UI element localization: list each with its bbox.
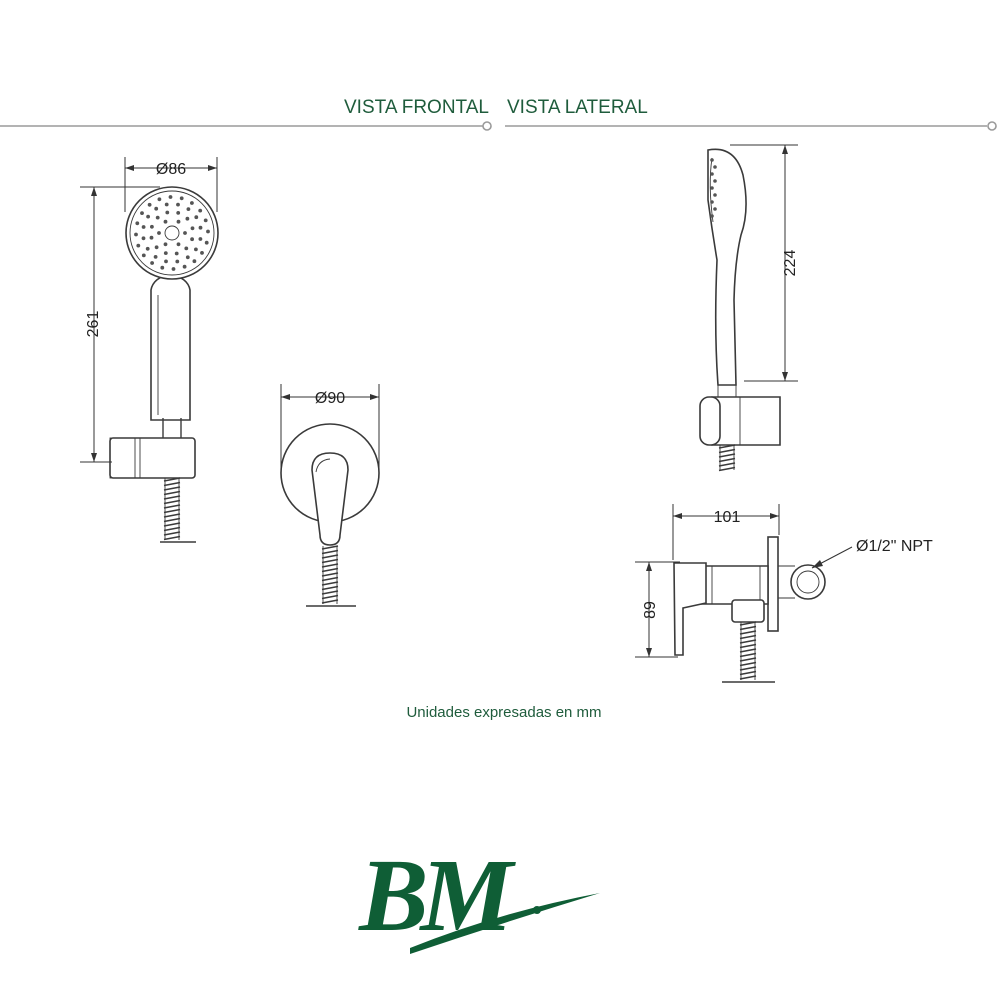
brand-logo: BM — [358, 838, 600, 954]
spray-hole — [157, 231, 161, 235]
hose-outlet — [739, 621, 757, 680]
spray-hole — [176, 242, 181, 247]
side-spray-hole — [713, 165, 717, 169]
side-spray-hole — [713, 193, 717, 197]
spray-hole — [194, 247, 198, 252]
spray-hole — [185, 216, 190, 221]
side-spray-hole — [710, 172, 714, 176]
label-outlet-height: 89 — [642, 601, 659, 619]
side-spray-hole — [710, 186, 714, 190]
units-note: Unidades expresadas en mm — [406, 704, 601, 721]
spray-hole — [141, 225, 146, 229]
label-flange-diameter: Ø90 — [315, 390, 345, 407]
spray-hole — [160, 265, 165, 270]
spray-hole — [198, 237, 203, 241]
svg-text:BM: BM — [358, 838, 516, 953]
spray-hole — [149, 235, 154, 240]
side-spray-hole — [710, 214, 714, 218]
wall-flange-front — [280, 423, 380, 607]
spray-hole — [134, 232, 138, 237]
side-spray-holes — [710, 158, 717, 218]
side-spray-hole — [710, 158, 714, 162]
spray-hole — [198, 208, 203, 213]
spray-hole — [190, 201, 194, 205]
spray-hole — [146, 214, 151, 219]
spray-hole — [164, 202, 169, 207]
hose-side — [718, 444, 736, 472]
spray-hole — [141, 253, 146, 258]
dimension-head-diameter — [124, 157, 218, 212]
leader-thread-spec — [811, 546, 853, 569]
spray-hole — [194, 215, 199, 220]
spray-hole — [190, 237, 195, 242]
label-side-height: 224 — [782, 250, 799, 277]
dimension-shower-height — [80, 186, 160, 463]
spray-hole — [163, 251, 168, 256]
spray-hole — [136, 243, 141, 248]
dimension-outlet-height — [635, 561, 680, 658]
side-spray-hole — [713, 207, 717, 211]
spray-hole — [163, 219, 168, 224]
spray-hole — [175, 259, 180, 264]
spray-hole — [176, 219, 181, 224]
spray-hole — [168, 195, 173, 199]
spray-hole — [171, 267, 176, 271]
spray-hole — [155, 215, 160, 220]
spray-hole — [200, 251, 204, 255]
label-head-diameter: Ø86 — [156, 161, 186, 178]
spray-hole — [150, 224, 154, 229]
label-thread-spec: Ø1/2" NPT — [856, 538, 933, 555]
spray-hole — [147, 202, 152, 207]
spray-hole — [154, 245, 159, 250]
spray-hole — [176, 202, 180, 207]
spray-hole — [165, 210, 170, 215]
header-rule-side — [505, 121, 997, 131]
side-spray-hole — [713, 179, 717, 183]
header-front-view: VISTA FRONTAL — [344, 97, 489, 118]
dimension-outlet-depth — [672, 504, 780, 560]
spray-holes — [134, 195, 210, 271]
spray-hole — [198, 225, 203, 230]
hose-front — [163, 477, 181, 541]
spray-hole — [145, 246, 150, 251]
side-spray-hole — [710, 200, 714, 204]
hose-flange — [321, 545, 339, 604]
label-outlet-depth: 101 — [714, 509, 741, 526]
spray-hole — [150, 261, 155, 265]
dimension-flange-diameter — [280, 384, 380, 470]
spray-hole — [164, 259, 168, 264]
dimension-side-height — [730, 144, 798, 382]
spray-hole — [184, 246, 189, 251]
spray-hole — [153, 255, 158, 259]
spray-hole — [176, 211, 181, 215]
header-side-view: VISTA LATERAL — [507, 97, 648, 118]
hand-shower-side — [699, 148, 781, 472]
spray-hole — [192, 259, 197, 264]
spray-hole — [183, 231, 187, 235]
spray-hole — [203, 218, 208, 223]
spray-hole — [174, 251, 179, 256]
spray-hole — [185, 255, 190, 260]
spray-hole — [179, 196, 184, 201]
spray-hole — [190, 226, 195, 231]
hand-shower-front — [109, 186, 219, 543]
spray-hole — [154, 206, 159, 211]
spray-hole — [163, 242, 168, 247]
spray-hole — [141, 236, 146, 241]
spray-hole — [135, 221, 140, 226]
spray-hole — [182, 264, 187, 269]
spray-hole — [157, 197, 162, 202]
header-rule-front — [0, 121, 492, 131]
spray-hole — [140, 211, 144, 216]
wall-outlet-side — [673, 536, 826, 683]
spray-hole — [206, 229, 210, 234]
spray-hole — [204, 240, 209, 245]
label-shower-height: 261 — [85, 311, 102, 338]
spray-hole — [186, 207, 191, 212]
